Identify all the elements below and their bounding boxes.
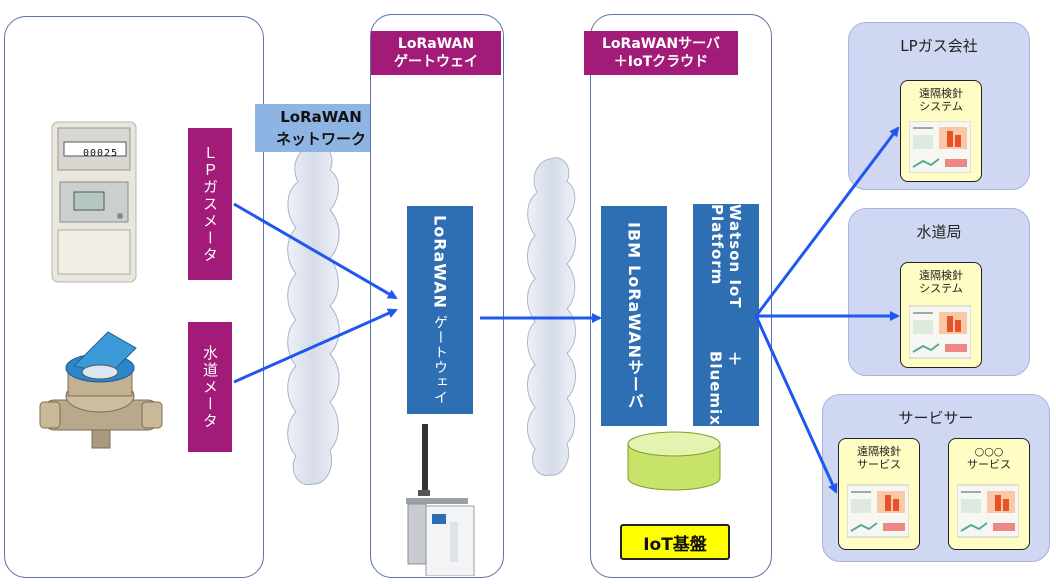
lp-gas-system-card: 遠隔検針 システム: [900, 80, 982, 182]
ibm-server-block: IBM LoRaWANサーバ: [601, 206, 667, 426]
iot-platform-label: IoT基盤: [620, 524, 730, 560]
service-provider-title: サービサー: [898, 409, 974, 427]
arrow-to-servicer: [754, 315, 838, 494]
other-service-card: ○○○ サービス: [948, 438, 1030, 550]
water-meter-label: 水道メータ: [188, 322, 232, 452]
gateway-block-line2: ゲートウェイ: [432, 315, 448, 405]
ibm-block-line2: LoRaWANサーバ: [625, 265, 644, 411]
watson-block: Watson IoT Platform ＋Bluemix: [693, 204, 759, 426]
meters-panel: [4, 16, 264, 578]
waterworks-system-line2: システム: [919, 282, 963, 295]
remote-meter-service-line1: 遠隔検針: [857, 445, 901, 458]
report-chart-icon: [847, 484, 909, 538]
lp-gas-company-title: LPガス会社: [900, 37, 978, 55]
network-cloud: [287, 144, 340, 486]
remote-meter-service-card: 遠隔検針 サービス: [838, 438, 920, 550]
water-meter-label-text: 水道メータ: [201, 344, 219, 430]
gateway-header-line1: LoRaWAN: [397, 36, 475, 52]
iot-platform-label-text: IoT基盤: [643, 534, 707, 555]
server-header-line2: ＋IoTクラウド: [613, 54, 709, 70]
database-cylinder: [627, 431, 721, 491]
gateway-block-line1: LoRaWAN: [430, 214, 450, 309]
other-service-line1: ○○○: [974, 445, 1004, 458]
ibm-block-line1: IBM: [624, 221, 644, 260]
remote-meter-service-line2: サービス: [857, 458, 901, 471]
watson-block-line2: ＋Bluemix: [706, 351, 744, 426]
gateway-header-line2: ゲートウェイ: [394, 54, 478, 70]
arrow-water-to-gateway: [233, 308, 398, 384]
waterworks-system-line1: 遠隔検針: [919, 269, 963, 282]
arrow-to-lp-gas: [754, 126, 900, 317]
server-header-line1: LoRaWANサーバ: [602, 36, 720, 52]
meter-counter: 00025: [83, 148, 119, 159]
other-service-line2: サービス: [967, 458, 1011, 471]
gateway-device-photo: [406, 424, 475, 576]
waterworks-system-card: 遠隔検針 システム: [900, 262, 982, 368]
gateway-header: LoRaWAN ゲートウェイ: [371, 31, 501, 75]
report-chart-icon: [957, 484, 1019, 538]
gateway-block: LoRaWAN ゲートウェイ: [407, 206, 473, 414]
server-header: LoRaWANサーバ ＋IoTクラウド: [584, 31, 738, 75]
lp-meter-label-text: ＬＰガスメータ: [201, 144, 219, 264]
lp-gas-meter-photo: [51, 121, 137, 283]
arrow-lp-to-gateway: [233, 202, 398, 300]
report-chart-icon: [909, 305, 971, 359]
waterworks-bureau-title: 水道局: [916, 223, 962, 241]
lp-meter-label: ＬＰガスメータ: [188, 128, 232, 280]
watson-block-line1: Watson IoT Platform: [708, 204, 744, 309]
lp-gas-system-line2: システム: [919, 100, 963, 113]
network-label-line1: LoRaWAN: [280, 108, 362, 126]
water-meter-photo: [39, 331, 163, 449]
network-label: LoRaWAN ネットワーク: [255, 104, 387, 152]
report-chart-icon: [909, 121, 971, 173]
lp-gas-system-line1: 遠隔検針: [919, 87, 963, 100]
network-label-line2: ネットワーク: [275, 130, 366, 148]
